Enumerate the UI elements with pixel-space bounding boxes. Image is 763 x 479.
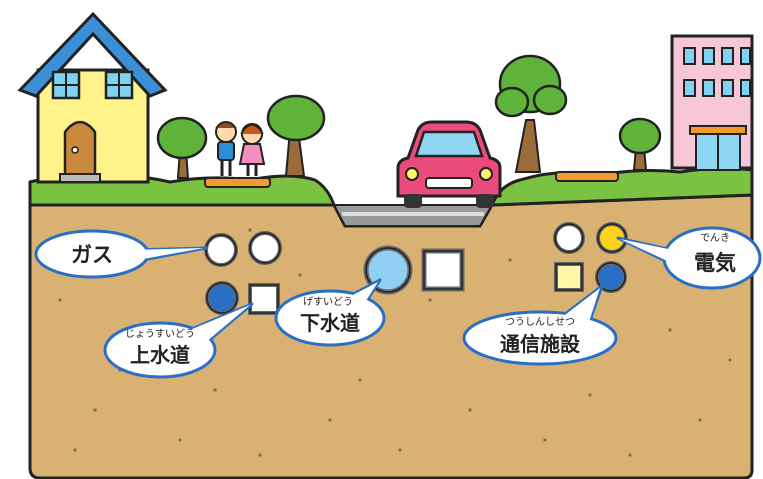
car-icon (396, 120, 502, 208)
tree-icon (266, 94, 326, 177)
callout-telecom: つうしんしせつ 通信施設 (462, 284, 618, 366)
water-supply-label: 上水道 (130, 343, 190, 367)
building-icon (670, 34, 754, 171)
sewer-ruby: げすいどう (303, 296, 353, 308)
children-icon (215, 121, 266, 176)
tree-icon (618, 117, 662, 171)
telecom-ruby: つうしんしせつ (505, 316, 575, 328)
telecom-label: 通信施設 (500, 332, 581, 356)
callout-electricity: でんき 電気 (616, 226, 762, 290)
sewer-box (421, 248, 465, 292)
electric-pipe (596, 222, 628, 254)
callout-gas: ガス (34, 229, 208, 279)
electricity-ruby: でんき (700, 232, 730, 244)
gas-pipe (204, 233, 238, 267)
planter-left (204, 177, 271, 188)
telecom-pipe (595, 261, 627, 293)
gas-pipe (248, 231, 282, 265)
planter-right (555, 171, 619, 182)
tree-icon (494, 54, 568, 173)
gas-label: ガス (71, 243, 113, 267)
water-pipe (205, 281, 239, 315)
tree-icon (156, 116, 208, 179)
sewer-label: 下水道 (300, 311, 360, 335)
water-supply-ruby: じょうすいどう (125, 328, 195, 340)
callout-sewer: げすいどう 下水道 (274, 278, 386, 347)
electricity-label: 電気 (694, 251, 736, 275)
water-conduit-box (248, 283, 280, 315)
house-icon (17, 11, 168, 184)
telecom-box (554, 262, 584, 292)
callout-water-supply: じょうすいどう 上水道 (103, 302, 254, 379)
telecom-pipe (553, 222, 585, 254)
